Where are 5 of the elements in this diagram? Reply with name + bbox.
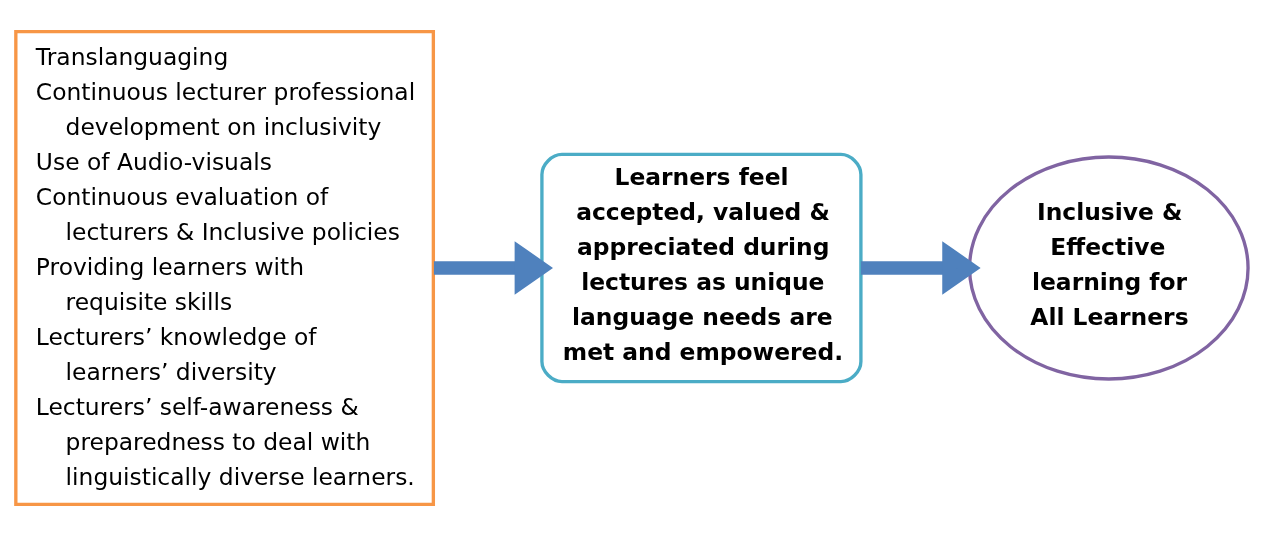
node-box: Translanguaging Continuous lecturer professional development on inclusivity Use of Audio-visuals Continuous evaluation of lecturers & Inclusive policies Providing learners with requisite skills Lecturers’ knowledge of learners’ diversity Lecturers’ self-awareness & preparedness to deal with linguistically diverse learners. <box>14 29 436 506</box>
arrow <box>861 240 981 295</box>
node-ellipse: Inclusive & Effective learning for All Learners <box>967 154 1250 381</box>
node-box: Learners feel accepted, valued & appreciated during lectures as unique language needs are met and empowered. <box>540 152 863 383</box>
arrow <box>433 240 553 295</box>
